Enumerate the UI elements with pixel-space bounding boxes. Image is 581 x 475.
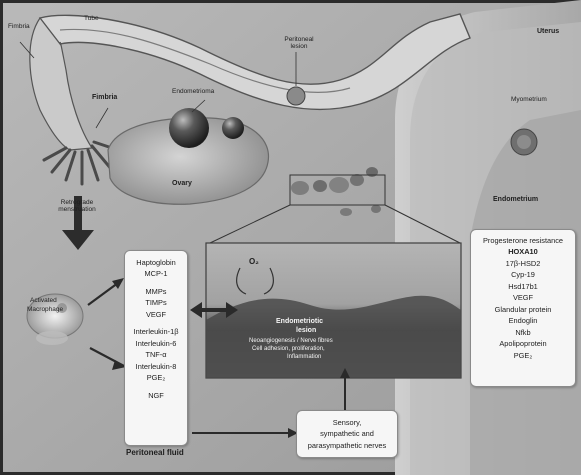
inset-title-1: Endometriotic: [276, 318, 323, 326]
pf-item: MMPs: [125, 286, 187, 297]
endometrioma-label: Endometrioma: [172, 88, 214, 95]
endometrium-factor: VEGF: [471, 292, 575, 303]
endometrium-factor: Apolipoprotein: [471, 338, 575, 349]
pf-item: Interleukin-8: [125, 361, 187, 372]
pf-item: Interleukin-6: [125, 338, 187, 349]
pf-group-1: Haptoglobin MCP-1: [125, 257, 187, 280]
pf-item: TNF-α: [125, 349, 187, 360]
endometrium-factor: Glandular protein: [471, 304, 575, 315]
pf-item: Interleukin-1β: [125, 326, 187, 337]
o2-label: O₂: [249, 257, 259, 266]
pf-item: TIMPs: [125, 297, 187, 308]
endometrium-factor-list: Progesterone resistance HOXA10 17β-HSD2 …: [471, 235, 575, 361]
endometrioma-large: [169, 108, 209, 148]
macrophage-label-1: Activated: [30, 297, 57, 304]
tube-lesion: [287, 87, 305, 105]
retrograde-label: Retrograde menstruation: [44, 199, 110, 214]
pf-item: VEGF: [125, 309, 187, 320]
ovary-label: Ovary: [172, 180, 192, 188]
pf-group-4: NGF: [125, 390, 187, 401]
pf-item: NGF: [125, 390, 187, 401]
endometrium-factor: Progesterone resistance: [471, 235, 575, 246]
uterine-lesion-core: [517, 135, 531, 149]
pf-group-2: MMPs TIMPs VEGF: [125, 286, 187, 320]
fimbria-left-label: Fimbria: [8, 23, 30, 30]
inset-title-2: lesion: [296, 327, 316, 335]
inset-desc-3: Inflammation: [287, 354, 321, 361]
macrophage-label-2: Macrophage: [27, 306, 63, 313]
nerves-line-1: Sensory,: [297, 417, 397, 428]
fimbria-label: Fimbria: [92, 94, 117, 102]
endometrium-factor: HOXA10: [471, 246, 575, 257]
tube-label: Tube: [84, 15, 99, 22]
endometrium-factor: PGE₂: [471, 350, 575, 361]
pf-item: MCP-1: [125, 268, 187, 279]
endometrium-factors-box: Progesterone resistance HOXA10 17β-HSD2 …: [470, 229, 576, 387]
nerves-line-3: parasympathetic nerves: [297, 440, 397, 451]
inset-desc-2: Cell adhesion, proliferation,: [252, 346, 325, 353]
peritoneal-fluid-box: Haptoglobin MCP-1 MMPs TIMPs VEGF Interl…: [124, 250, 188, 446]
myometrium-label: Myometrium: [511, 96, 547, 103]
endometrium-factor: Endoglin: [471, 315, 575, 326]
endometrium-factor: Cyp-19: [471, 269, 575, 280]
endometrioma-small: [222, 117, 244, 139]
endometrium-label: Endometrium: [493, 196, 538, 204]
peritoneal-lesion-label: Peritoneal lesion: [275, 36, 323, 51]
endometrium-factor: Nfkb: [471, 327, 575, 338]
inset-desc-1: Neoangiogenesis / Nerve fibres: [249, 338, 333, 345]
nerves-line-2: sympathetic and: [297, 428, 397, 439]
pf-item: PGE₂: [125, 372, 187, 383]
endometrium-factor: Hsd17b1: [471, 281, 575, 292]
pf-group-3: Interleukin-1β Interleukin-6 TNF-α Inter…: [125, 326, 187, 383]
nerves-box: Sensory, sympathetic and parasympathetic…: [296, 410, 398, 458]
peritoneal-fluid-label: Peritoneal fluid: [126, 448, 184, 457]
pf-item: Haptoglobin: [125, 257, 187, 268]
endometrium-factor: 17β-HSD2: [471, 258, 575, 269]
uterus-label: Uterus: [537, 28, 559, 36]
